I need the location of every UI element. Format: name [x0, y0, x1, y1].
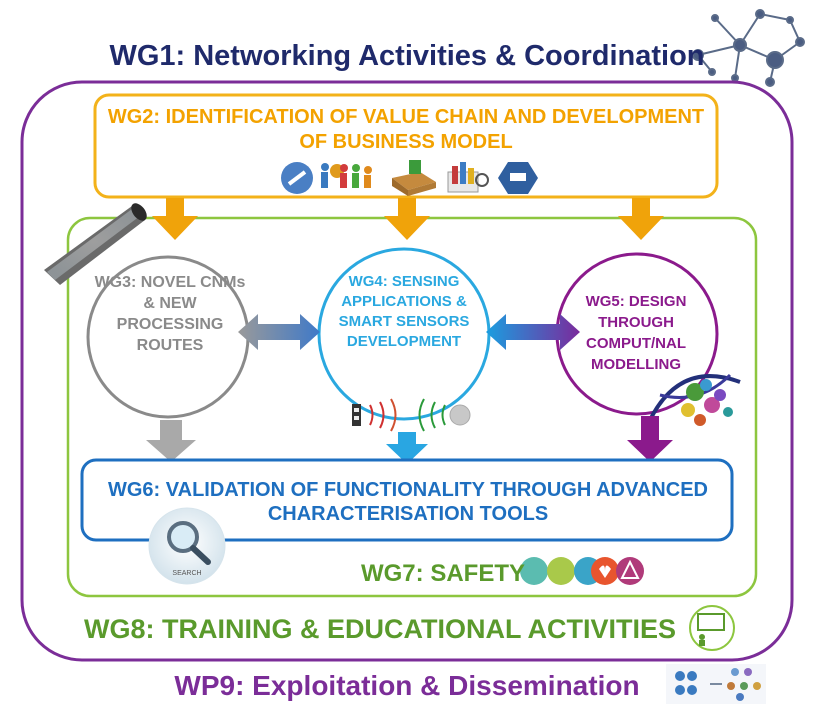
network-icon [692, 9, 805, 87]
top-box-wg2 [93, 93, 719, 199]
search-icon [148, 507, 226, 585]
arrow-wg5-down [627, 416, 673, 462]
bottom-box-wg6 [80, 458, 734, 542]
page-title: WG1: Networking Activities & Coordinatio… [109, 40, 705, 72]
yellow-arrows [152, 198, 664, 240]
wg7-label: WG7: SAFETY [360, 560, 525, 587]
safety-icons-row [520, 557, 644, 585]
arrow-wg4-wg5 [486, 314, 580, 350]
box-icon [392, 160, 436, 196]
sensor-waves-icon [352, 398, 471, 432]
dissemination-icon [666, 664, 766, 704]
arrow-wg3-wg4 [238, 314, 320, 350]
people-gears-icon [321, 163, 372, 188]
nanotube-icon [44, 203, 147, 285]
training-icon [689, 605, 735, 651]
arrow-wg4-down [386, 432, 428, 464]
safety-icon-1 [520, 557, 548, 585]
molecule-icon [648, 373, 741, 426]
arrow-wg3-down [146, 420, 196, 462]
safety-icon-2 [547, 557, 575, 585]
outer-box-wg8 [20, 80, 794, 662]
business-icons-row [281, 160, 538, 196]
search-icon-label: SEARCH [172, 570, 202, 577]
wg4-label: WG4: SENSING APPLICATIONS & SMART SENSOR… [338, 273, 470, 350]
footer-title: WP9: Exploitation & Dissemination [174, 670, 640, 701]
wg8-label: WG8: TRAINING & EDUCATIONAL ACTIVITIES [84, 614, 676, 644]
chart-report-icon [447, 162, 489, 193]
wg3-label: WG3: NOVEL CNMs & NEW PROCESSING ROUTES [94, 274, 246, 354]
wg5-label: WG5: DESIGN THROUGH COMPUT/NAL MODELLING [585, 293, 687, 373]
wg2-label: WG2: IDENTIFICATION OF VALUE CHAIN AND D… [107, 106, 705, 153]
wg6-label: WG6: VALIDATION OF FUNCTIONALITY THROUGH… [108, 479, 708, 525]
